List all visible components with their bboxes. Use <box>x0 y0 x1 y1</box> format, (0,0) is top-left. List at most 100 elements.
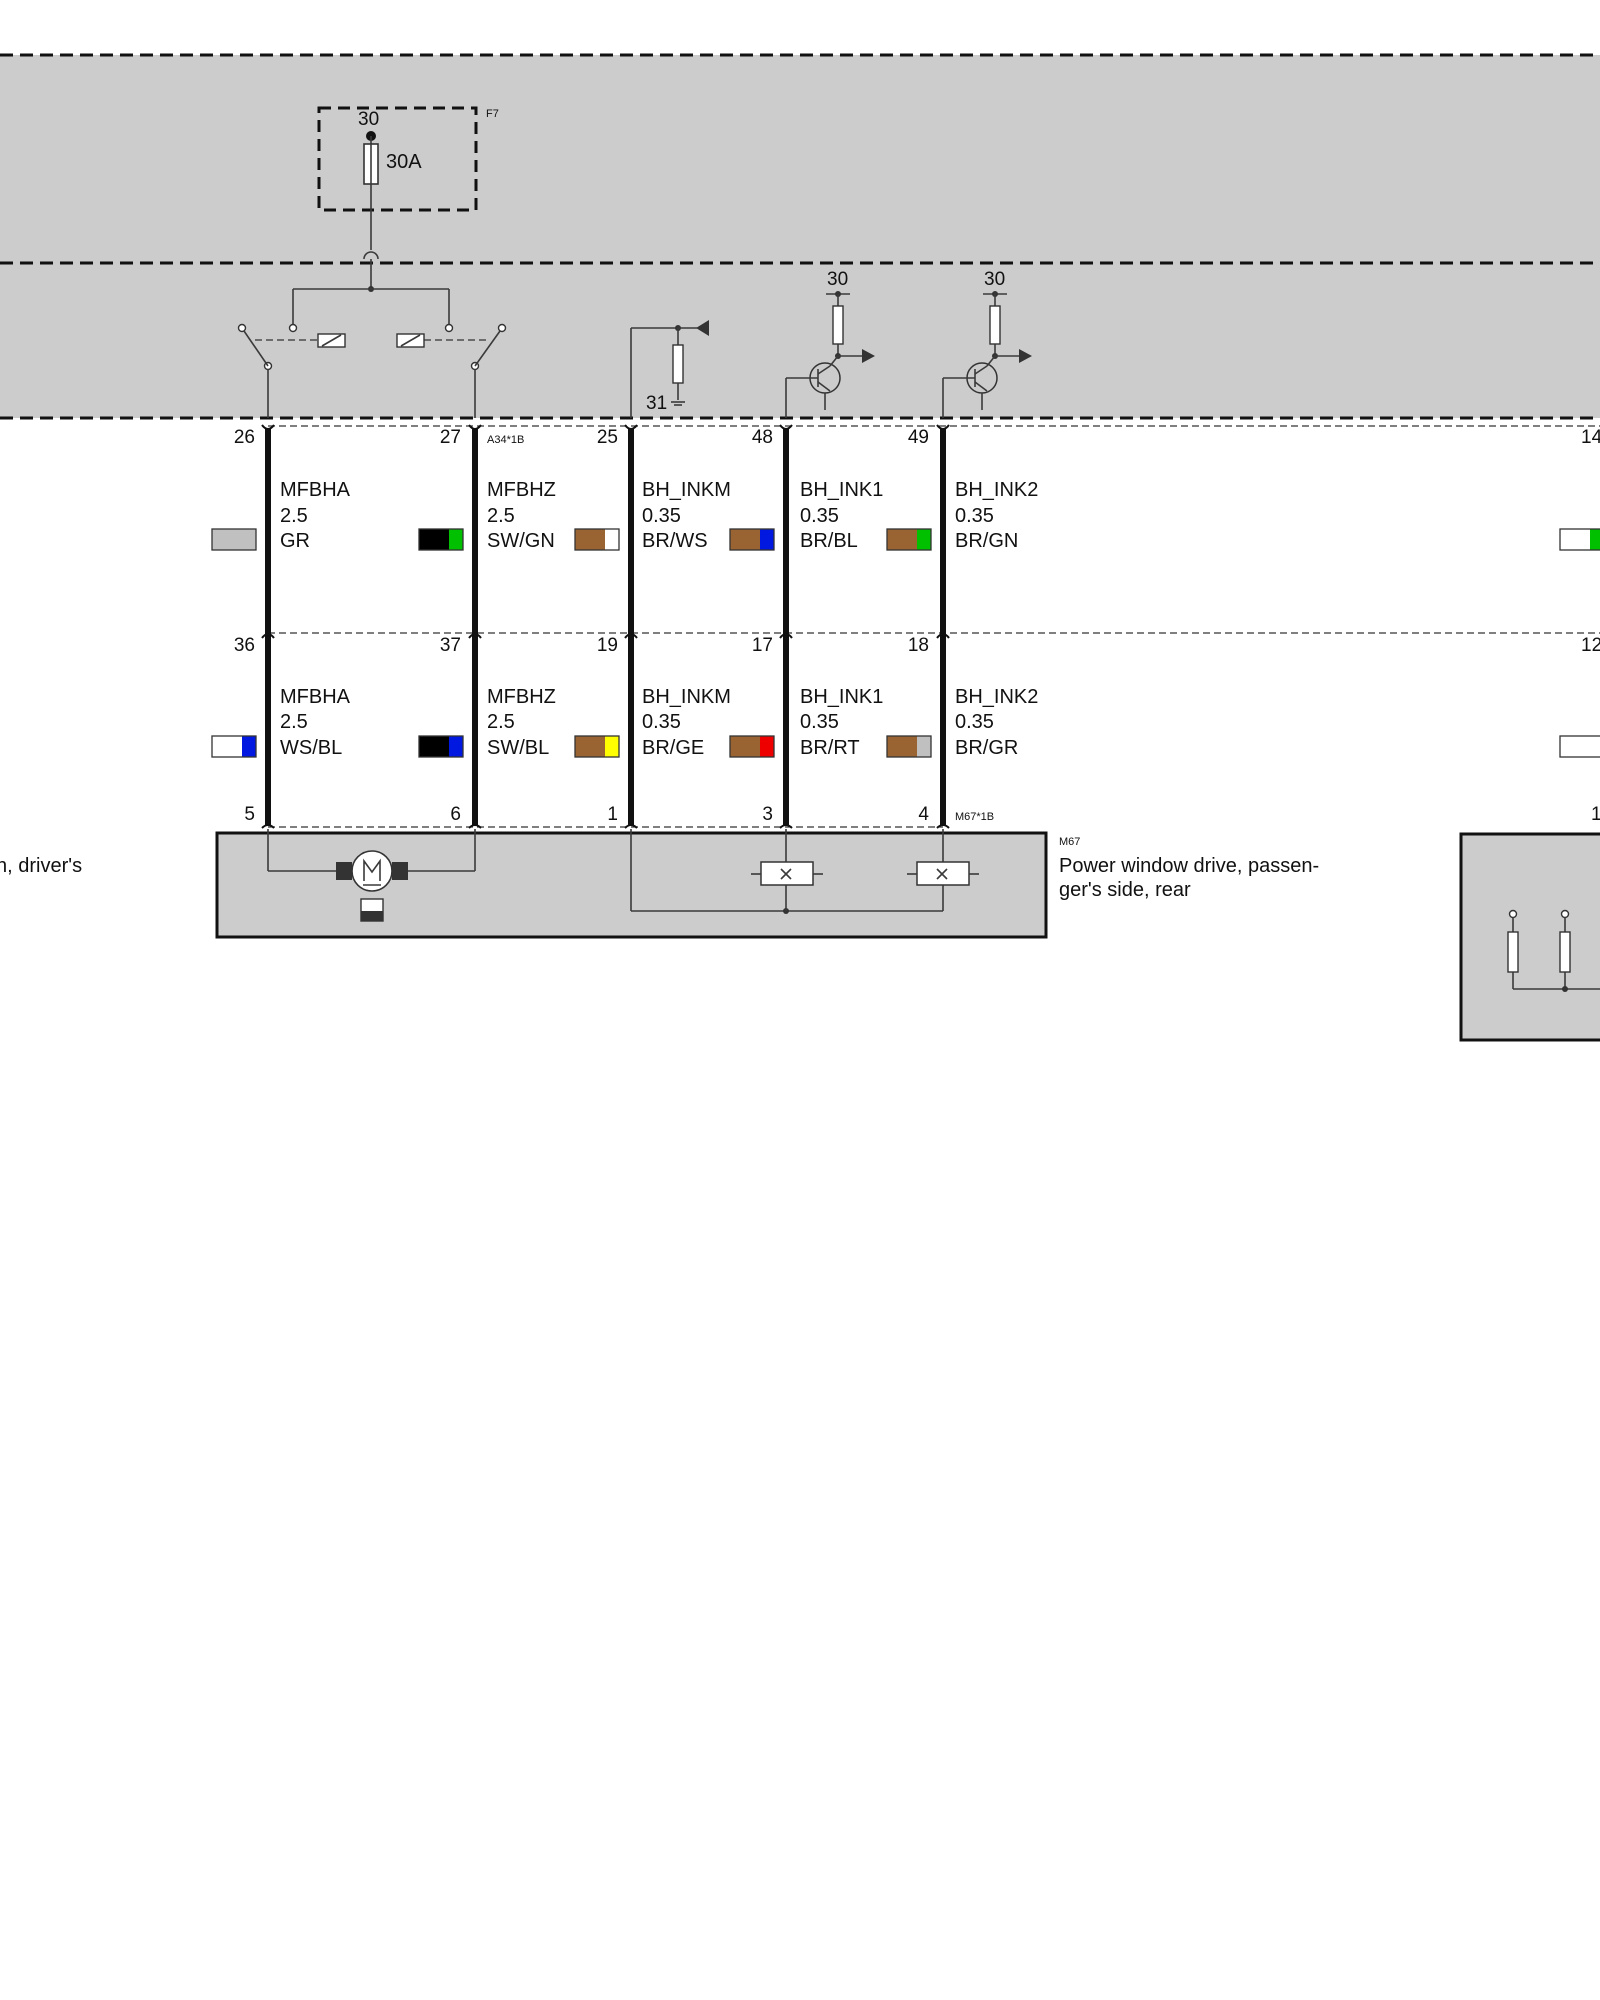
transistor-1-arrow-icon <box>862 349 875 363</box>
wire-swatch <box>886 528 932 551</box>
pulldown-resistor: 31 <box>630 320 709 418</box>
wire-size: 0.35 <box>642 711 681 733</box>
wire-signal: BH_INKM <box>642 686 731 708</box>
mid-pin-row: 36 37 19 17 18 12 <box>234 635 1600 656</box>
wire-swatch <box>1559 735 1600 758</box>
pin-number: 27 <box>440 427 461 448</box>
wire-color-swatches <box>211 528 1600 758</box>
wire-swatch <box>211 735 257 758</box>
pin-number: 18 <box>908 635 929 656</box>
wire-signal: MFBHZ <box>487 479 556 501</box>
fuse-rating: 30A <box>386 151 422 173</box>
lower-wire-labels: MFBHA 2.5 WS/BL MFBHZ 2.5 SW/BL BH_INKM … <box>280 686 1038 759</box>
signal-arrow-icon <box>696 320 709 336</box>
upper-wire-labels: MFBHA 2.5 GR MFBHZ 2.5 SW/GN BH_INKM 0.3… <box>280 479 1038 552</box>
transistor-2-resistor-icon <box>989 305 1001 345</box>
power-window-drive <box>215 829 1048 939</box>
component-description-line2: ger's side, rear <box>1059 879 1191 901</box>
motor-connector-ref: M67*1B <box>955 811 994 823</box>
wire-signal: BH_INK1 <box>800 686 883 708</box>
pin-number: 1 <box>1591 804 1600 825</box>
wire-size: 0.35 <box>800 505 839 527</box>
wire-swatch <box>418 735 464 758</box>
transistor-1-resistor-icon <box>832 305 844 345</box>
pin-number: 5 <box>244 804 255 825</box>
connector-cups <box>261 424 950 829</box>
wire-size: 0.35 <box>955 711 994 733</box>
pin-number: 3 <box>762 804 773 825</box>
resistor-icon <box>1559 931 1571 973</box>
motor-brush-right-icon <box>392 862 408 880</box>
wire-swatch <box>886 735 932 758</box>
pin-number: 26 <box>234 427 255 448</box>
pin-number: 14 <box>1581 427 1600 448</box>
transistor-1-supply: 30 <box>827 269 848 290</box>
wire-color: SW/GN <box>487 530 555 552</box>
wire-size: 0.35 <box>955 505 994 527</box>
switch-blade-left-icon <box>243 330 269 367</box>
component-description-line1: Power window drive, passen- <box>1059 855 1319 877</box>
wire-signal: BH_INK1 <box>800 479 883 501</box>
module-connector-ref: A34*1B <box>487 434 524 446</box>
wire-size: 0.35 <box>800 711 839 733</box>
fuse-f7: F7 30 30A <box>317 106 499 289</box>
wire-swatch <box>418 528 464 551</box>
wire-color: BR/BL <box>800 530 858 552</box>
fuse-ref: F7 <box>486 108 499 120</box>
wire-harness <box>265 428 946 826</box>
wire-signal: MFBHA <box>280 479 351 501</box>
pin-number: 49 <box>908 427 929 448</box>
wire-size: 2.5 <box>280 505 308 527</box>
wire-size: 2.5 <box>487 711 515 733</box>
wire-color: GR <box>280 530 310 552</box>
left-component-description: n, driver's <box>0 855 82 877</box>
fuse-terminal: 30 <box>358 109 379 130</box>
top-pin-row: 26 27 25 48 49 14 <box>234 427 1600 448</box>
wire-signal: MFBHZ <box>487 686 556 708</box>
resistor-icon <box>672 344 684 384</box>
pin-number: 6 <box>450 804 461 825</box>
bottom-pin-row: 5 6 1 3 4 1 <box>244 804 1600 825</box>
pin-number: 19 <box>597 635 618 656</box>
wire-signal: BH_INK2 <box>955 479 1038 501</box>
wire-swatch <box>574 528 620 551</box>
wire-signal: MFBHA <box>280 686 351 708</box>
pin-number: 37 <box>440 635 461 656</box>
wire-size: 2.5 <box>487 505 515 527</box>
pin-number: 4 <box>918 804 929 825</box>
pin-number: 17 <box>752 635 773 656</box>
transistor-2: 30 <box>942 269 1032 418</box>
wire-swatch <box>729 735 775 758</box>
relay-switches <box>237 286 507 418</box>
wire-color: BR/WS <box>642 530 708 552</box>
transistor-1: 30 <box>785 269 875 418</box>
wire-size: 2.5 <box>280 711 308 733</box>
wire-color: BR/GR <box>955 737 1018 759</box>
transistor-2-supply: 30 <box>984 269 1005 290</box>
ground-terminal: 31 <box>646 393 667 414</box>
resistor-icon <box>1507 931 1519 973</box>
right-partial-component <box>1459 832 1600 1042</box>
wire-color: SW/BL <box>487 737 549 759</box>
wire-signal: BH_INK2 <box>955 686 1038 708</box>
pin-number: 25 <box>597 427 618 448</box>
component-ref: M67 <box>1059 836 1080 848</box>
transistor-2-arrow-icon <box>1019 349 1032 363</box>
motor-brush-left-icon <box>336 862 352 880</box>
wire-swatch <box>729 528 775 551</box>
pin-number: 1 <box>607 804 618 825</box>
pin-number: 36 <box>234 635 255 656</box>
wire-color: BR/GN <box>955 530 1018 552</box>
switch-blade-right-icon <box>474 330 501 367</box>
wire-color: WS/BL <box>280 737 342 759</box>
wire-color: BR/RT <box>800 737 860 759</box>
pin-number: 48 <box>752 427 773 448</box>
wire-size: 0.35 <box>642 505 681 527</box>
control-module-housing <box>0 55 1600 418</box>
wire-signal: BH_INKM <box>642 479 731 501</box>
wire-color: BR/GE <box>642 737 704 759</box>
wire-swatch <box>211 528 257 551</box>
wire-swatch <box>1559 528 1600 551</box>
pin-number: 12 <box>1581 635 1600 656</box>
